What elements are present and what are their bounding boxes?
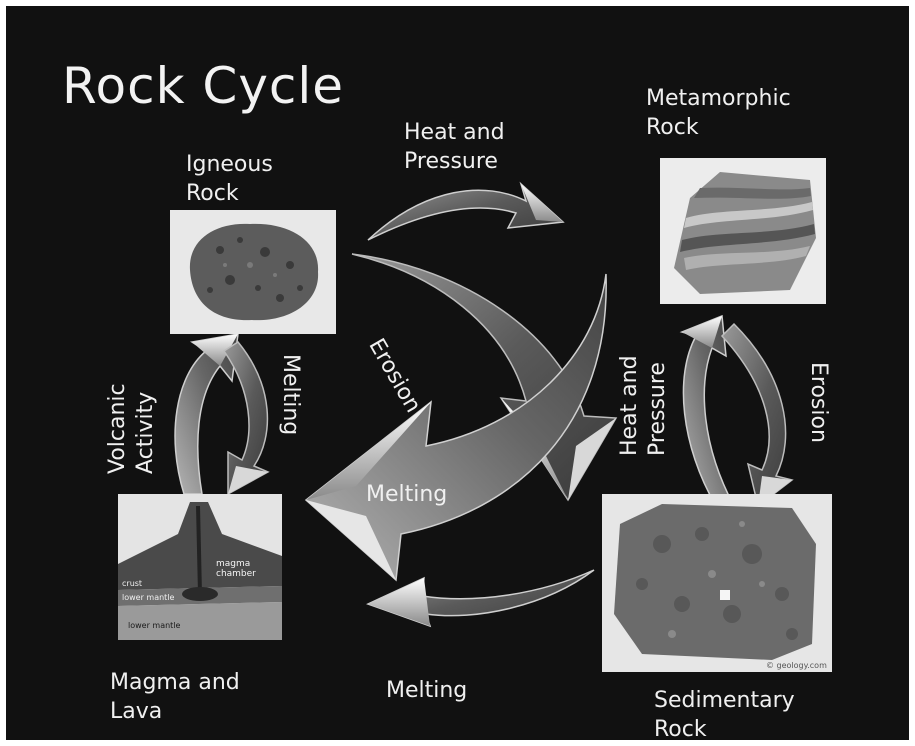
melting-left-label: Melting — [276, 354, 304, 435]
arrow-sedimentary-to-magma — [368, 570, 594, 626]
melting-center-label: Melting — [366, 480, 447, 509]
volcanic-activity-label: Volcanic Activity — [104, 383, 160, 474]
erosion-right-label: Erosion — [804, 362, 832, 443]
rock-cycle-slide: Rock Cycle Igneous Rock Metamorphic Rock… — [6, 6, 909, 740]
metamorphic-rock-label: Metamorphic Rock — [646, 84, 791, 142]
crust-label: crust — [122, 579, 142, 588]
igneous-rock-image — [170, 210, 336, 334]
sedimentary-rock-image: © geology.com — [602, 494, 832, 672]
arrow-sedimentary-to-metamorphic — [682, 316, 734, 506]
heat-pressure-top-label: Heat and Pressure — [404, 118, 505, 176]
magma-lava-label: Magma and Lava — [110, 668, 240, 726]
upper-mantle-label: lower mantle — [122, 593, 175, 602]
arrow-igneous-to-metamorphic — [368, 184, 563, 240]
photo-credit: © geology.com — [766, 661, 827, 670]
arrow-metamorphic-to-sedimentary — [722, 324, 792, 506]
igneous-rock-label: Igneous Rock — [186, 150, 273, 208]
sedimentary-rock-label: Sedimentary Rock — [654, 686, 795, 740]
arrow-metamorphic-to-magma — [306, 274, 606, 580]
melting-bottom-label: Melting — [386, 676, 467, 705]
metamorphic-rock-image — [660, 158, 826, 304]
heat-pressure-right-label: Heat and Pressure — [616, 355, 672, 456]
page-title: Rock Cycle — [62, 56, 344, 116]
lower-mantle-label: lower mantle — [128, 621, 181, 630]
